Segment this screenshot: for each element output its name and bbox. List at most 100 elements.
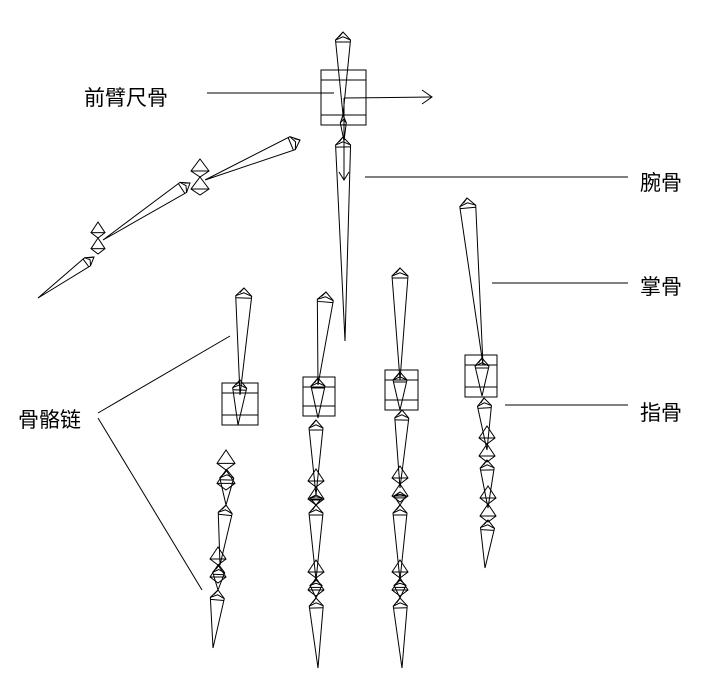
- joint: [391, 483, 409, 503]
- bone-edge: [394, 414, 410, 419]
- finger-bone: [392, 504, 408, 581]
- joint: [90, 221, 106, 239]
- bone-edge: [395, 267, 401, 274]
- bone-edge: [317, 296, 334, 302]
- joint: [190, 176, 210, 196]
- bone-edge: [396, 579, 401, 584]
- bone-edge: [308, 509, 324, 514]
- bone-edge: [84, 257, 91, 266]
- bone-edge: [178, 183, 186, 194]
- finger-bone: [316, 291, 334, 386]
- bone-edge: [235, 379, 241, 385]
- finger-bone: [310, 377, 326, 419]
- ik-box: [384, 369, 419, 411]
- bone-edge: [218, 509, 233, 515]
- bone-edge: [477, 402, 492, 407]
- bone-edge: [392, 509, 408, 514]
- bone-edge: [317, 300, 333, 304]
- bone-edge: [483, 519, 489, 525]
- chain-bone: [204, 136, 301, 181]
- bone-edge: [232, 384, 247, 389]
- bone-edge: [309, 496, 323, 499]
- bone-edge: [338, 136, 344, 143]
- bone-edge: [179, 181, 188, 193]
- bone-edge: [391, 272, 409, 277]
- leader-line: [97, 335, 231, 414]
- bone-edge: [218, 513, 232, 517]
- bone-edge: [210, 598, 224, 602]
- bone-edge: [210, 594, 225, 600]
- bone-edge: [396, 504, 401, 511]
- bone-edge: [213, 589, 219, 595]
- joint: [216, 449, 236, 471]
- finger-bone: [479, 519, 496, 569]
- ik-box: [221, 382, 259, 426]
- bone-edge: [294, 138, 301, 141]
- bone-edge: [477, 407, 492, 409]
- chain-bone: [37, 256, 95, 299]
- bone-edge: [393, 493, 407, 497]
- bone-edge: [339, 118, 347, 124]
- finger-bone: [209, 589, 225, 649]
- bone-edge: [232, 389, 247, 391]
- bone-edge: [221, 504, 227, 510]
- finger-bone: [308, 597, 324, 669]
- joint: [478, 443, 496, 463]
- bone-edge: [480, 529, 495, 531]
- bone-edge: [392, 376, 408, 381]
- bone-edge: [314, 377, 319, 384]
- bone-edge: [478, 357, 483, 364]
- bone-edge: [460, 206, 476, 210]
- bone-edge: [335, 141, 351, 146]
- bone-edge: [480, 397, 485, 404]
- bone-edge: [312, 504, 317, 511]
- joint: [209, 564, 227, 584]
- bone-edge: [312, 494, 317, 498]
- bone-edge: [335, 36, 351, 41]
- joint: [478, 425, 496, 445]
- joint: [391, 577, 409, 597]
- finger-bone: [476, 397, 492, 451]
- label-metacarpal: 掌骨: [640, 275, 682, 299]
- bone-edge: [479, 464, 495, 469]
- finger-bone: [235, 287, 253, 396]
- joint: [479, 503, 497, 523]
- x-axis-arrow: [343, 96, 433, 99]
- finger-bone: [392, 597, 408, 669]
- bone-edge: [309, 602, 324, 607]
- ik-box: [464, 354, 498, 398]
- bone-edge: [341, 114, 344, 120]
- bone-edge: [312, 579, 317, 584]
- bone-edge: [235, 292, 252, 297]
- finger-bone: [394, 409, 410, 489]
- label-bone-chain: 骨骼链: [18, 408, 81, 432]
- joint: [307, 468, 325, 488]
- bone-edge: [393, 602, 408, 607]
- bone-edge: [287, 137, 294, 151]
- bone-edge: [88, 256, 95, 259]
- bone-edge: [310, 382, 326, 387]
- label-carpal: 腕骨: [640, 171, 682, 195]
- chain-bone: [102, 181, 191, 241]
- bone-edge: [463, 197, 468, 204]
- bone-edge: [396, 371, 401, 378]
- bone-edge: [321, 291, 327, 297]
- bone-edge: [483, 459, 488, 466]
- bone-edge: [239, 287, 245, 293]
- joint: [307, 486, 325, 506]
- finger-bone: [309, 579, 323, 600]
- finger-bone: [474, 357, 490, 397]
- bone-edge: [236, 297, 252, 299]
- bone-edge: [397, 409, 403, 416]
- leader-line: [97, 417, 203, 591]
- bone-edge: [459, 202, 476, 208]
- label-ulna: 前臂尺骨: [84, 86, 168, 110]
- joint: [307, 577, 325, 597]
- bone-edge: [82, 258, 90, 268]
- bone-edge: [396, 597, 401, 604]
- bone-edge: [312, 597, 317, 604]
- finger-bone: [308, 504, 324, 581]
- joint: [479, 485, 497, 505]
